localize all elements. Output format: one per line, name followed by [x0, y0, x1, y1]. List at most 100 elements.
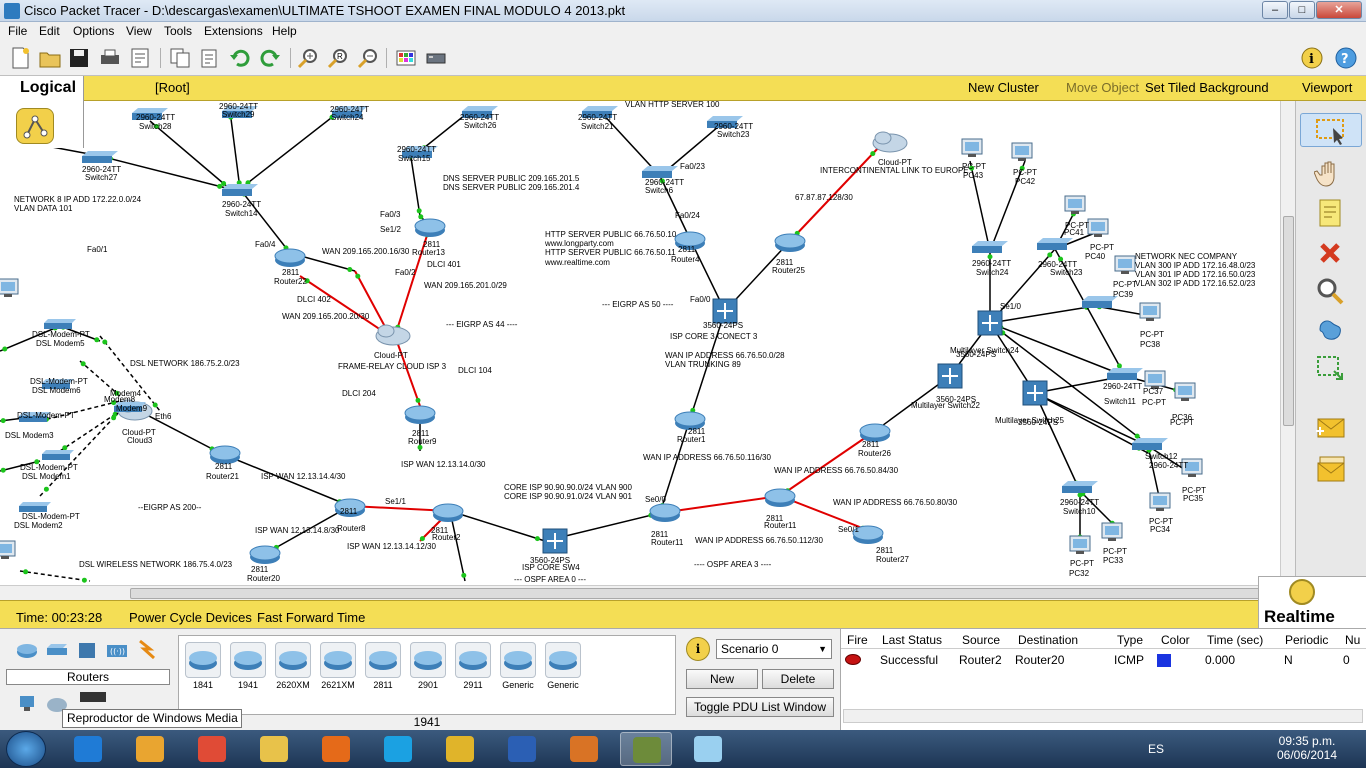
dsl-modem5-icon[interactable]: [44, 319, 76, 329]
router-model-1841[interactable]: 1841: [183, 642, 223, 690]
activity-wizard-icon[interactable]: [128, 46, 152, 70]
custom-device-icon[interactable]: [424, 46, 448, 70]
menu-help[interactable]: Help: [272, 24, 297, 38]
undo-icon[interactable]: [228, 46, 252, 70]
col-color[interactable]: Color: [1161, 633, 1190, 647]
draw-shape-icon[interactable]: [1314, 313, 1346, 345]
router1-icon[interactable]: [674, 411, 706, 430]
router-model-2911[interactable]: 2911: [453, 642, 493, 690]
routers-category-icon[interactable]: [16, 641, 38, 659]
switch23-icon[interactable]: [707, 116, 743, 128]
router22-icon[interactable]: [274, 248, 306, 267]
skype-icon[interactable]: [372, 732, 424, 766]
menu-extensions[interactable]: Extensions: [204, 24, 263, 38]
switch28-icon[interactable]: [132, 108, 168, 120]
router11b-icon[interactable]: [764, 488, 796, 507]
app-icon[interactable]: [558, 732, 610, 766]
open-icon[interactable]: [38, 46, 62, 70]
system-clock[interactable]: 09:35 p.m. 06/06/2014: [1276, 734, 1338, 762]
col-type[interactable]: Type: [1117, 633, 1144, 647]
close-button[interactable]: ✕: [1316, 1, 1362, 19]
paste-icon[interactable]: [198, 46, 222, 70]
switch6-icon[interactable]: [642, 166, 678, 178]
add-complex-pdu-icon[interactable]: [1314, 453, 1346, 485]
realtime-mode-tab[interactable]: Realtime: [1258, 576, 1366, 628]
canvas-vertical-scrollbar[interactable]: [1280, 101, 1295, 585]
help-icon[interactable]: i: [1300, 46, 1326, 72]
router9-icon[interactable]: [404, 405, 436, 424]
switches-category-icon[interactable]: [46, 641, 68, 659]
multilayer-switch25-icon[interactable]: [977, 310, 1003, 336]
router2-icon[interactable]: [432, 503, 464, 522]
switch15-icon[interactable]: [402, 146, 438, 158]
menu-tools[interactable]: Tools: [164, 24, 193, 38]
viewport-button[interactable]: Viewport: [1302, 80, 1353, 95]
wan-emulation-category-icon[interactable]: [46, 695, 68, 713]
switch21-icon[interactable]: [582, 106, 618, 118]
router21-icon[interactable]: [209, 445, 241, 464]
pc-left-1-icon[interactable]: [0, 278, 19, 297]
delete-scenario-button[interactable]: Delete: [762, 669, 834, 689]
scenario-select[interactable]: Scenario 0▼: [716, 639, 832, 659]
pc34-icon[interactable]: [1149, 492, 1171, 511]
col-source[interactable]: Source: [962, 633, 1001, 647]
fast-forward-time-button[interactable]: Fast Forward Time: [257, 610, 366, 625]
router13-icon[interactable]: [414, 218, 446, 237]
dsl-modem2-icon[interactable]: [19, 502, 51, 512]
col-periodic[interactable]: Periodic: [1285, 633, 1329, 647]
switch24b-icon[interactable]: [972, 241, 1008, 253]
switch27-icon[interactable]: [82, 151, 118, 163]
multilayer-isp-coresw4-icon[interactable]: [542, 528, 568, 554]
connections-category-icon[interactable]: [136, 639, 158, 660]
pdu-table-scrollbar[interactable]: [843, 709, 1363, 723]
col-fire[interactable]: Fire: [847, 633, 868, 647]
logical-workspace-tab[interactable]: Logical: [0, 76, 84, 148]
switch14-icon[interactable]: [222, 184, 258, 196]
switch23b-icon[interactable]: [1037, 238, 1073, 250]
pc36-icon[interactable]: [1174, 382, 1196, 401]
switch11-icon[interactable]: [1082, 296, 1118, 308]
table-row[interactable]: Successful Router2 Router20 ICMP 0.000 N…: [841, 651, 1366, 669]
toggle-pdu-list-button[interactable]: Toggle PDU List Window: [686, 697, 834, 717]
dsl-modem1-icon[interactable]: [42, 450, 74, 460]
save-icon[interactable]: [67, 46, 91, 70]
select-tool[interactable]: [1300, 113, 1362, 147]
router26-icon[interactable]: [859, 423, 891, 442]
zoom-reset-icon[interactable]: R: [326, 46, 350, 70]
switch26-icon[interactable]: [462, 106, 498, 118]
multilayer-isp-core3-icon[interactable]: [712, 298, 738, 324]
router-model-2620xm[interactable]: 2620XM: [273, 642, 313, 690]
packet-tracer-icon[interactable]: [620, 732, 672, 766]
file-explorer-icon[interactable]: [248, 732, 300, 766]
wireless-devices-category-icon[interactable]: ((·)): [106, 641, 128, 659]
add-simple-pdu-icon[interactable]: [1314, 411, 1346, 443]
col-last-status[interactable]: Last Status: [882, 633, 943, 647]
col-time[interactable]: Time (sec): [1207, 633, 1264, 647]
new-cluster-button[interactable]: New Cluster: [968, 80, 1039, 95]
inspect-icon[interactable]: [1314, 275, 1346, 307]
root-breadcrumb[interactable]: [Root]: [155, 80, 190, 95]
col-num[interactable]: Nu: [1345, 633, 1361, 647]
start-button[interactable]: [6, 731, 46, 767]
palette-icon[interactable]: [394, 46, 418, 70]
switch24-icon[interactable]: [332, 106, 368, 118]
end-devices-category-icon[interactable]: [16, 695, 38, 713]
router27-icon[interactable]: [852, 525, 884, 544]
col-destination[interactable]: Destination: [1018, 633, 1079, 647]
dsl-modem6-icon[interactable]: [42, 379, 74, 389]
pc-left-2-icon[interactable]: [0, 540, 16, 559]
switch10-icon[interactable]: [1132, 438, 1168, 450]
menu-file[interactable]: File: [8, 24, 28, 38]
resize-shape-icon[interactable]: [1314, 353, 1346, 385]
minimize-button[interactable]: –: [1262, 1, 1288, 19]
menu-view[interactable]: View: [126, 24, 152, 38]
router4-icon[interactable]: [674, 231, 706, 250]
power-cycle-devices-button[interactable]: Power Cycle Devices: [129, 610, 252, 625]
router11-icon[interactable]: [649, 503, 681, 522]
pc43-icon[interactable]: [961, 138, 983, 157]
windows-media-player-icon[interactable]: [124, 732, 176, 766]
fire-icon[interactable]: [845, 654, 861, 665]
hubs-category-icon[interactable]: [76, 641, 98, 659]
modem-cloud-icon[interactable]: [114, 402, 146, 412]
cloud-europe-icon[interactable]: [872, 131, 908, 153]
